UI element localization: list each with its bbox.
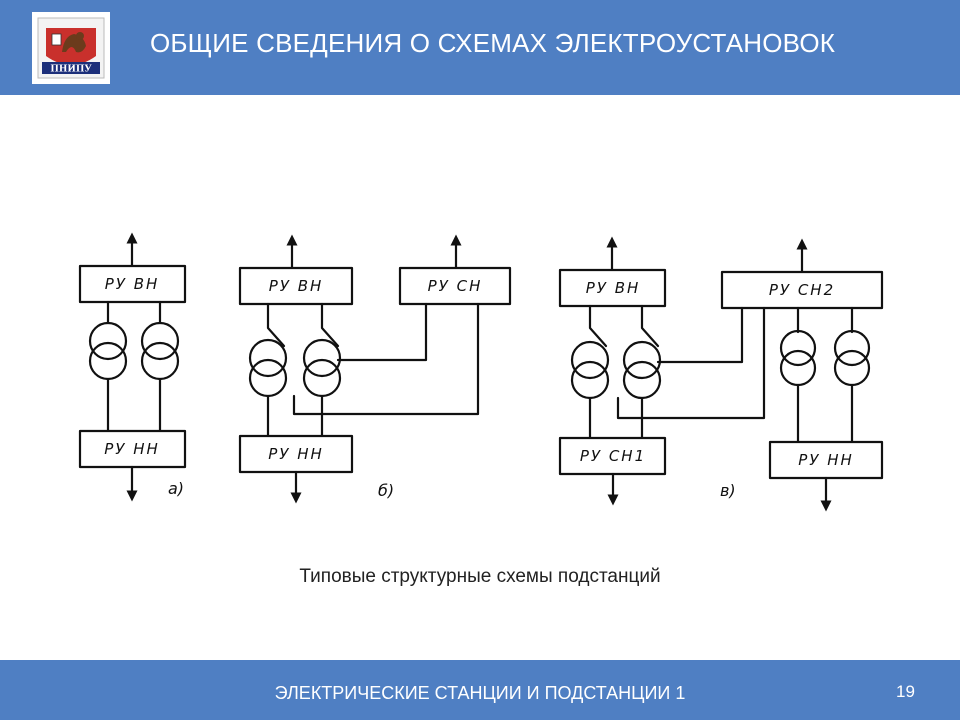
page-title: ОБЩИЕ СВЕДЕНИЯ О СХЕМАХ ЭЛЕКТРОУСТАНОВОК xyxy=(150,28,836,58)
box-ru-vn-b: РУ ВН xyxy=(269,277,324,295)
box-ru-vn-c: РУ ВН xyxy=(586,279,641,297)
svg-text:ПНИПУ: ПНИПУ xyxy=(50,65,92,75)
box-ru-nn-c: РУ НН xyxy=(798,451,854,469)
scheme-a: РУ ВН РУ НН а) xyxy=(78,232,187,502)
diagram-caption: Типовые структурные схемы подстанций xyxy=(299,566,661,587)
scheme-c: РУ ВН РУ СН2 РУ СН1 РУ НН в) xyxy=(558,236,884,512)
footer-course-title: ЭЛЕКТРИЧЕСКИЕ СТАНЦИИ И ПОДСТАНЦИИ 1 xyxy=(274,683,686,703)
box-ru-nn-a: РУ НН xyxy=(104,440,160,458)
page-number: 19 xyxy=(896,682,915,701)
footer-bar xyxy=(0,660,960,720)
box-ru-nn-b: РУ НН xyxy=(268,445,324,463)
box-ru-sn1-c: РУ СН1 xyxy=(580,447,646,465)
scheme-b: РУ ВН РУ СН РУ НН б) xyxy=(238,234,512,504)
header-bar xyxy=(0,0,960,95)
box-ru-sn-b: РУ СН xyxy=(428,277,483,295)
label-a: а) xyxy=(168,479,184,498)
label-b: б) xyxy=(378,481,394,500)
box-ru-vn-a: РУ ВН xyxy=(105,275,160,293)
university-logo-icon: ПНИПУ xyxy=(32,12,110,84)
substation-schemes-diagram: РУ ВН РУ НН а) РУ ВН РУ СН xyxy=(78,232,884,512)
box-ru-sn2-c: РУ СН2 xyxy=(769,281,835,299)
label-c: в) xyxy=(720,481,736,500)
